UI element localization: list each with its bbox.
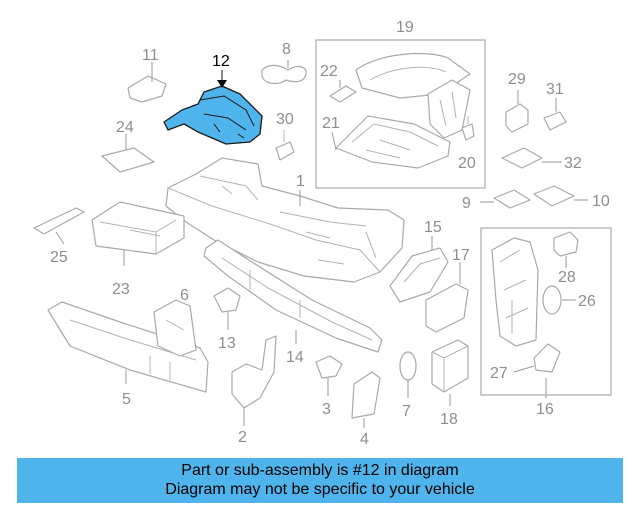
part-15-bezel[interactable] bbox=[389, 236, 449, 303]
callout-8: 8 bbox=[282, 41, 291, 58]
callout-1: 1 bbox=[296, 173, 305, 190]
callout-28: 28 bbox=[558, 269, 576, 286]
part-26-socket[interactable] bbox=[542, 285, 576, 315]
callout-3: 3 bbox=[322, 401, 331, 418]
callout-24: 24 bbox=[116, 119, 134, 136]
callout-22: 22 bbox=[320, 63, 338, 80]
callout-25: 25 bbox=[50, 249, 68, 266]
callout-18: 18 bbox=[440, 411, 458, 428]
part-28-knob[interactable] bbox=[553, 231, 579, 268]
callout-11: 11 bbox=[142, 47, 159, 64]
callout-26: 26 bbox=[578, 293, 596, 310]
part-9-pad[interactable] bbox=[480, 189, 531, 209]
callout-4: 4 bbox=[360, 431, 369, 448]
callout-5: 5 bbox=[122, 391, 131, 408]
part-13-clip[interactable] bbox=[213, 287, 241, 330]
callout-20: 20 bbox=[458, 155, 476, 172]
callout-6: 6 bbox=[180, 287, 189, 304]
part-11-pad[interactable] bbox=[127, 62, 167, 103]
callout-2: 2 bbox=[238, 429, 247, 446]
armrest-assembly-box bbox=[315, 39, 486, 189]
part-29-switch[interactable] bbox=[505, 90, 529, 133]
callout-30: 30 bbox=[276, 111, 294, 128]
callout-12: 12 bbox=[212, 53, 230, 70]
callout-23: 23 bbox=[112, 281, 130, 298]
part-31-switch[interactable] bbox=[543, 98, 567, 131]
part-25-trim[interactable] bbox=[33, 207, 85, 245]
part-4-bracket[interactable] bbox=[351, 371, 381, 428]
part-6-bracket[interactable] bbox=[153, 299, 197, 357]
part-22-pad[interactable] bbox=[329, 80, 357, 103]
part-32-bracket[interactable] bbox=[501, 147, 562, 169]
callout-17: 17 bbox=[452, 247, 470, 264]
caption-line-2: Diagram may not be specific to your vehi… bbox=[165, 481, 475, 498]
callout-21: 21 bbox=[322, 115, 340, 132]
part-1-console[interactable] bbox=[165, 157, 405, 283]
part-23-tray[interactable] bbox=[91, 201, 185, 266]
part-8-mat[interactable] bbox=[261, 60, 307, 85]
callout-7: 7 bbox=[402, 403, 411, 420]
part-2-bracket[interactable] bbox=[231, 335, 277, 426]
callout-27: 27 bbox=[490, 365, 508, 382]
part-21-tray[interactable] bbox=[331, 115, 451, 169]
callout-31: 31 bbox=[546, 81, 564, 98]
callout-14: 14 bbox=[286, 349, 304, 366]
part-30-clip[interactable] bbox=[275, 130, 295, 161]
part-12-highlighted-cover[interactable] bbox=[163, 70, 263, 145]
part-19-armrest-lid[interactable] bbox=[355, 52, 471, 139]
callout-9: 9 bbox=[462, 195, 471, 212]
part-7-oval[interactable] bbox=[399, 351, 417, 398]
part-17-panel[interactable] bbox=[425, 262, 469, 333]
part-20-fastener[interactable] bbox=[461, 116, 475, 141]
callout-15: 15 bbox=[424, 219, 442, 236]
callout-29: 29 bbox=[508, 71, 526, 88]
caption-line-1: Part or sub-assembly is #12 in diagram bbox=[181, 462, 459, 479]
callout-16: 16 bbox=[536, 401, 554, 418]
part-18-box[interactable] bbox=[431, 339, 469, 406]
part-10-pad[interactable] bbox=[533, 185, 588, 207]
part-3-clip[interactable] bbox=[315, 355, 343, 396]
part-27-socket[interactable] bbox=[513, 343, 561, 373]
part-24-pad[interactable] bbox=[101, 134, 155, 173]
callout-10: 10 bbox=[592, 193, 610, 210]
callout-19: 19 bbox=[396, 19, 414, 36]
part-14-reinforcement[interactable] bbox=[203, 239, 383, 353]
caption-banner: Part or sub-assembly is #12 in diagram D… bbox=[17, 458, 623, 503]
part-16-shifter-panel[interactable] bbox=[491, 237, 539, 347]
callout-32: 32 bbox=[564, 155, 582, 172]
callout-13: 13 bbox=[218, 335, 236, 352]
